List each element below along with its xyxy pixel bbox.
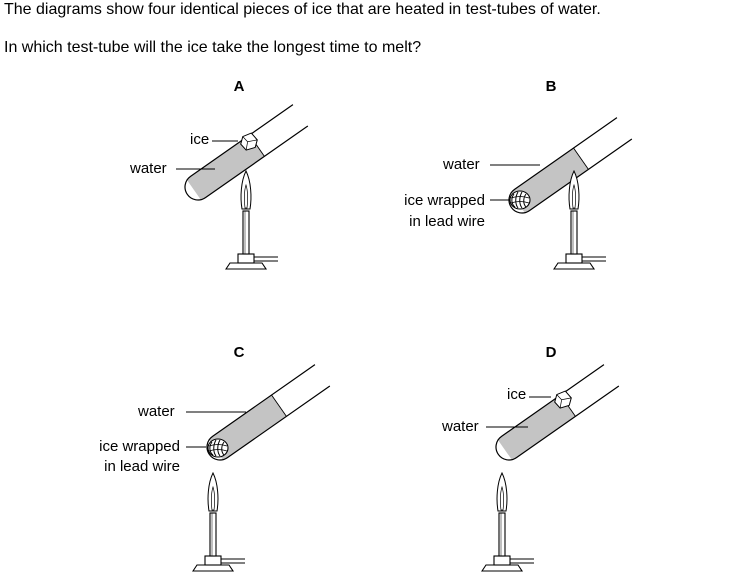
diagram-b-ice-label-line1: ice wrapped <box>404 192 485 209</box>
question-line-2: In which test-tube will the ice take the… <box>4 39 422 56</box>
diagram-c-ice-label-line1: ice wrapped <box>99 438 180 455</box>
bunsen-burner-icon <box>225 170 279 270</box>
diagram-c <box>186 364 331 572</box>
option-d-letter: D <box>545 344 557 361</box>
diagram-c-ice-label-line2: in lead wire <box>104 458 180 475</box>
bunsen-burner-icon <box>481 472 535 572</box>
diagram-c-water-label: water <box>138 403 175 420</box>
diagram-d-ice-label: ice <box>507 386 527 403</box>
option-a-letter: A <box>233 78 245 95</box>
diagram-b <box>490 117 633 270</box>
diagram-a-water-label: water <box>130 160 167 177</box>
diagram-b-ice-label-line2: in lead wire <box>409 213 485 230</box>
diagram-b-water-label: water <box>443 156 480 173</box>
diagram-a-ice-label: ice <box>190 131 210 148</box>
lead-wrapped-ice-icon <box>207 438 229 458</box>
diagram-a <box>176 104 309 270</box>
diagram-d <box>481 364 620 572</box>
option-b-letter: B <box>545 78 557 95</box>
question-line-1: The diagrams show four identical pieces … <box>4 1 601 18</box>
lead-wrapped-ice-icon <box>509 190 531 210</box>
test-tube-d <box>490 364 620 466</box>
diagram-d-water-label: water <box>442 418 479 435</box>
bunsen-burner-icon <box>192 472 246 572</box>
option-c-letter: C <box>233 344 245 361</box>
